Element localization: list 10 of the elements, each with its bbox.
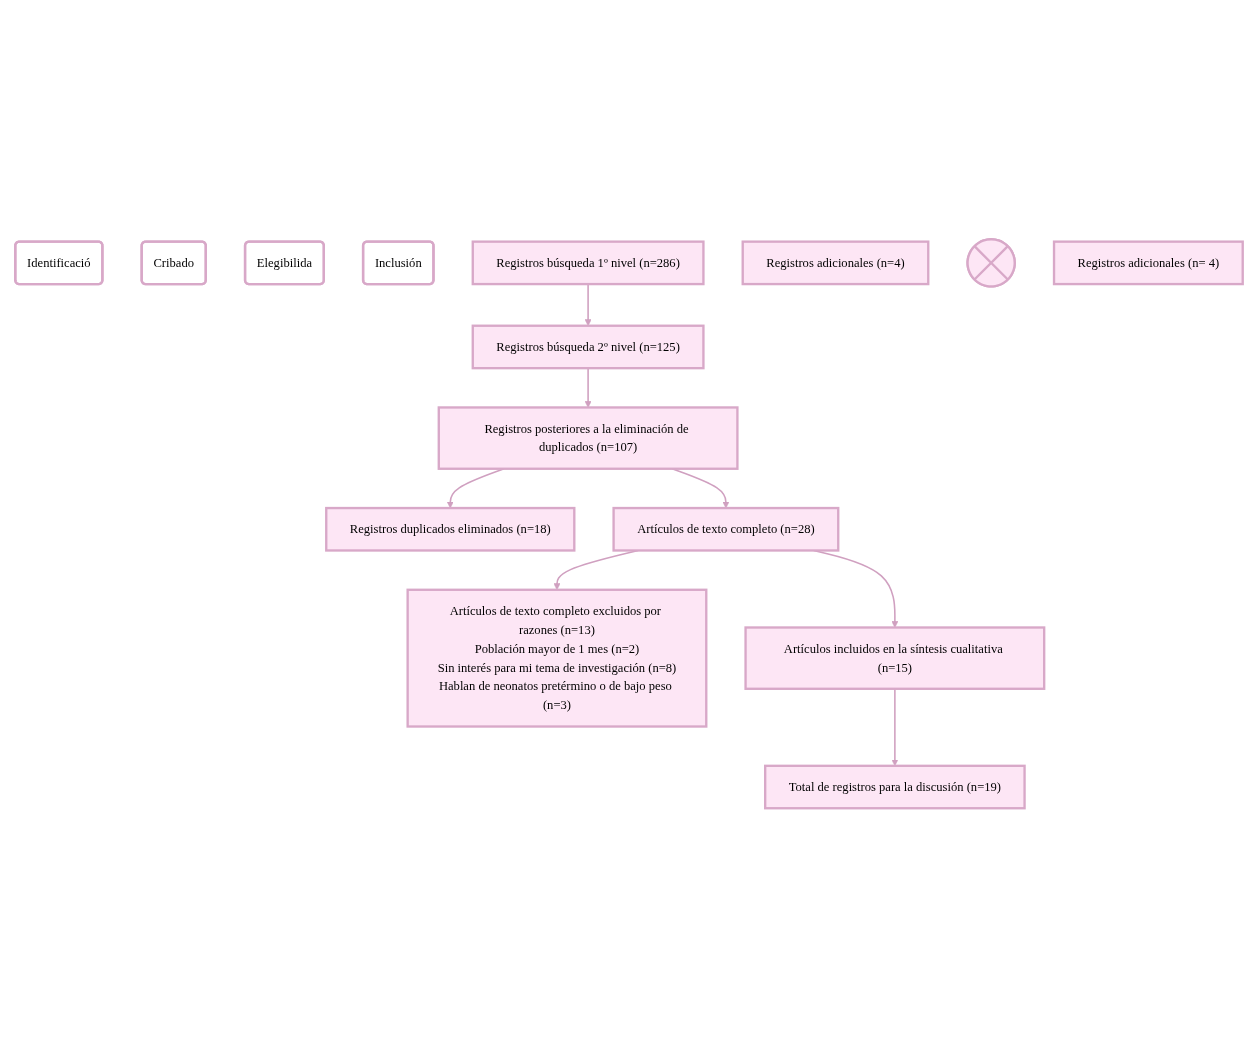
node-box: Artículos de texto completo (n=28) xyxy=(612,507,840,552)
node-box: Registros duplicados eliminados (n=18) xyxy=(325,507,576,552)
node-box: Registros búsqueda 1º nivel (n=286) xyxy=(471,240,705,286)
node-box: Registros búsqueda 2º nivel (n=125) xyxy=(471,324,705,370)
node-box: Registros posteriores a la eliminación de duplicados (n=107) xyxy=(437,406,739,471)
node-box: Total de registros para la discusión (n=19) xyxy=(764,764,1026,810)
node-box: Artículos incluidos en la síntesis cualitativa (n=15) xyxy=(744,626,1046,691)
node-box: Registros adicionales (n= 4) xyxy=(1052,240,1244,286)
node-box: Artículos de texto completo excluidos por razones (n=13) Población mayor de 1 mes (n=2) Sin interés para mi tema de investigación (n=8) Hablan de neonatos pretérmino o de bajo peso (n=3) xyxy=(406,588,708,728)
node-box: Registros adicionales (n=4) xyxy=(741,240,930,286)
